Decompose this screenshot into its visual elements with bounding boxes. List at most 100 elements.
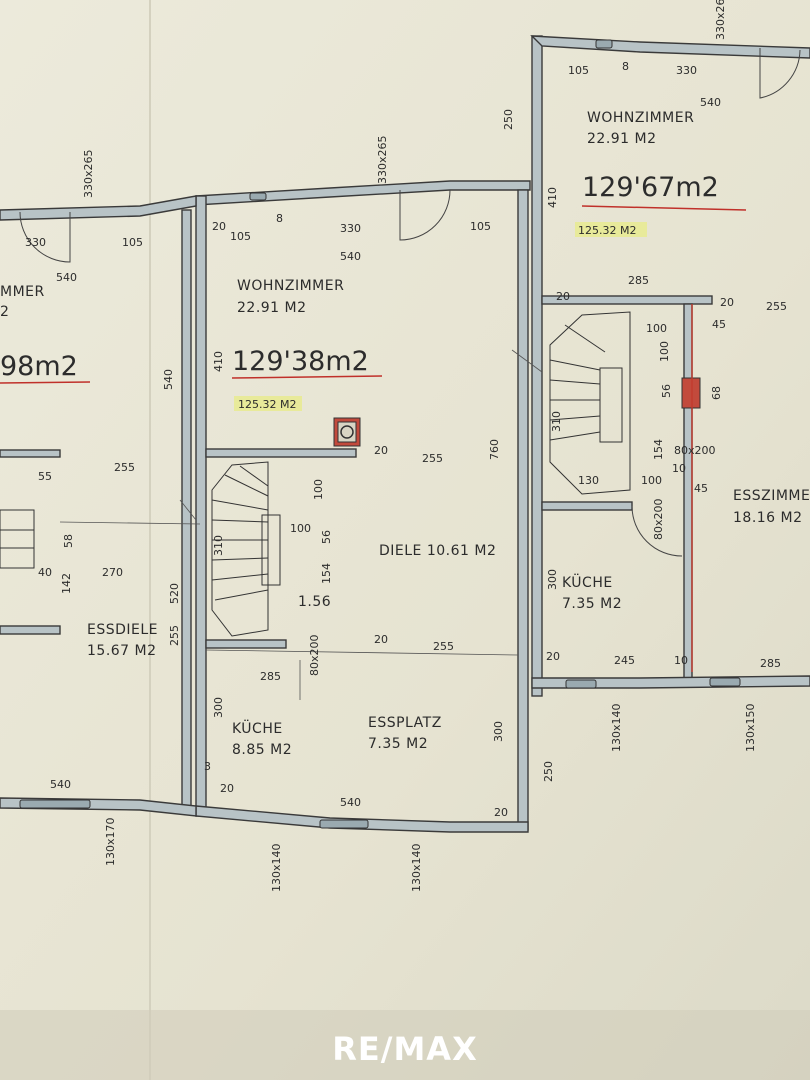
chimney-right <box>681 377 701 409</box>
dim-58: 58 <box>62 534 75 548</box>
dim-154-center: 154 <box>320 563 333 584</box>
dim-105-center-right: 105 <box>470 220 491 233</box>
dim-40: 40 <box>38 566 52 579</box>
dim-100-b: 100 <box>290 522 311 535</box>
right-room-wohnzimmer: WOHNZIMMER <box>587 110 694 126</box>
door-swings <box>19 48 801 557</box>
dim-330-center: 330 <box>340 222 361 235</box>
center-total-area: 129'38m2 <box>232 346 369 377</box>
center-stair-height: 1.56 <box>298 594 331 610</box>
dim-20-g: 20 <box>556 290 570 303</box>
dim-68: 68 <box>710 386 723 400</box>
dim-45-a: 45 <box>712 318 726 331</box>
dim-20-c: 20 <box>374 633 388 646</box>
center-room-essplatz: ESSPLATZ <box>368 715 442 731</box>
dim-520: 520 <box>168 583 181 604</box>
right-area-esszimmer: 18.16 M2 <box>733 510 803 526</box>
dim-20-e: 20 <box>494 806 508 819</box>
right-room-esszimmer: ESSZIMME <box>733 488 810 504</box>
dim-105-left: 105 <box>122 236 143 249</box>
chimney <box>333 417 361 447</box>
windows <box>19 39 741 829</box>
dim-330-right: 330 <box>676 64 697 77</box>
dim-door-right-a: 80x200 <box>674 444 716 457</box>
left-total-area: 98m2 <box>0 351 78 382</box>
dim-540-right-top: 540 <box>700 96 721 109</box>
dim-window-bottom-left: 130x170 <box>104 817 117 866</box>
center-area-wohnzimmer: 22.91 M2 <box>237 300 307 316</box>
dim-20-a: 20 <box>212 220 226 233</box>
right-total-underline <box>581 205 747 211</box>
dim-window-top-right: 330x265 <box>714 0 727 40</box>
dim-100-e: 100 <box>658 341 671 362</box>
center-net-highlight <box>234 396 302 411</box>
dim-130-stair: 130 <box>578 474 599 487</box>
dim-window-bottom-a: 130x140 <box>270 843 283 892</box>
dim-100-d: 100 <box>641 474 662 487</box>
dim-10-a: 10 <box>674 654 688 667</box>
dim-540-left-top: 540 <box>56 271 77 284</box>
dim-255-left: 255 <box>114 461 135 474</box>
right-area-kueche: 7.35 M2 <box>562 596 622 612</box>
dim-20-h: 20 <box>720 296 734 309</box>
dim-154-right: 154 <box>652 439 665 460</box>
axis-lines <box>59 349 543 700</box>
center-room-wohnzimmer: WOHNZIMMER <box>237 278 344 294</box>
center-room-kueche: KÜCHE <box>232 719 283 737</box>
dim-20-f: 20 <box>546 650 560 663</box>
center-net-area: 125.32 M2 <box>238 398 296 411</box>
dim-100-c: 100 <box>646 322 667 335</box>
center-total-underline <box>231 375 383 379</box>
dim-8-a: 8 <box>276 212 283 225</box>
dim-105-right: 105 <box>568 64 589 77</box>
dim-300-essplatz: 300 <box>492 721 505 742</box>
dim-105-center-left: 105 <box>230 230 251 243</box>
center-area-essplatz: 7.35 M2 <box>368 736 428 752</box>
left-total-underline <box>0 381 91 384</box>
dimension-labels: 330x265 330x265 330x265 330 330 330 540 … <box>25 0 787 892</box>
dim-window-top-center: 330x265 <box>376 135 389 184</box>
dim-285-center: 285 <box>260 670 281 683</box>
dim-56-center: 56 <box>320 530 333 544</box>
dim-56-right: 56 <box>660 384 673 398</box>
dim-3: 3 <box>204 760 211 773</box>
dim-255-diele: 255 <box>422 452 443 465</box>
dim-245: 245 <box>614 654 635 667</box>
right-total-area: 129'67m2 <box>582 172 719 203</box>
dim-540-left-bottom: 540 <box>50 778 71 791</box>
walls <box>0 35 810 833</box>
left-area-wohnzimmer: 2 <box>0 304 9 320</box>
right-room-kueche: KÜCHE <box>562 573 613 591</box>
dim-310-right: 310 <box>550 411 563 432</box>
dim-300-kueche: 300 <box>212 697 225 718</box>
stairs-center <box>211 461 281 637</box>
remax-logo: RE/MAX <box>332 1030 478 1068</box>
dim-300-right: 300 <box>546 569 559 590</box>
dim-540-left-vert: 540 <box>162 369 175 390</box>
dim-330-left: 330 <box>25 236 46 249</box>
dim-255-essplatz: 255 <box>433 640 454 653</box>
dim-8-b: 8 <box>622 60 629 73</box>
dim-55: 55 <box>38 470 52 483</box>
dim-window-top-left: 330x265 <box>82 149 95 198</box>
dim-310-center: 310 <box>212 535 225 556</box>
left-area-essdiele: 15.67 M2 <box>87 643 157 659</box>
dim-door-right-b: 80x200 <box>652 498 665 540</box>
left-room-essdiele: ESSDIELE <box>87 622 158 638</box>
dim-760: 760 <box>488 439 501 460</box>
dim-255-party: 255 <box>168 625 181 646</box>
dim-window-bottom-right: 130x150 <box>744 703 757 752</box>
dim-142: 142 <box>60 573 73 594</box>
dim-540-center-top: 540 <box>340 250 361 263</box>
center-area-kueche: 8.85 M2 <box>232 742 292 758</box>
dim-window-bottom-c: 130x140 <box>610 703 623 752</box>
bottom-shadow <box>0 1010 810 1080</box>
dim-285-bottom-right: 285 <box>760 657 781 670</box>
dim-250-top: 250 <box>502 109 515 130</box>
dim-10-b: 10 <box>672 462 686 475</box>
dim-door-center: 80x200 <box>308 634 321 676</box>
dim-540-center-bottom: 540 <box>340 796 361 809</box>
dim-410-right: 410 <box>546 187 559 208</box>
